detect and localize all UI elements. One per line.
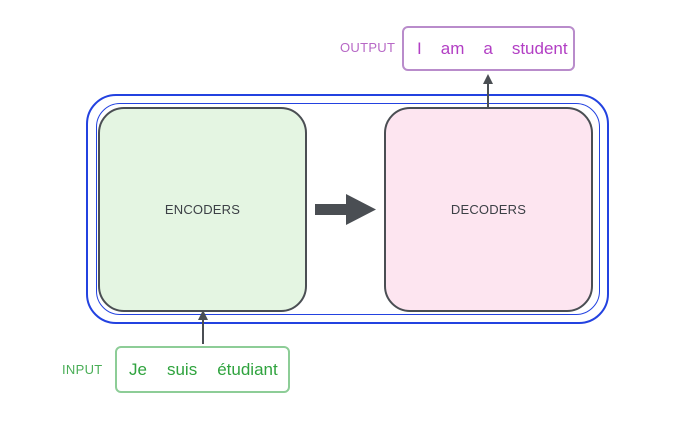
encoders-label: ENCODERS [164,202,241,217]
transformer-outer-border [86,94,609,324]
output-box: I am a student [402,26,575,71]
decoder-to-output-arrow [483,74,493,107]
output-token: am [440,38,465,58]
encoder-to-decoder-arrow [315,194,376,225]
input-token: suis [166,359,198,379]
output-token: student [511,38,568,58]
input-box: Je suis étudiant [115,346,290,393]
decoders-block: DECODERS [384,107,593,312]
input-label: INPUT [62,362,103,377]
output-label: OUTPUT [340,40,396,55]
input-token: étudiant [217,359,278,379]
output-token: a [483,38,493,58]
input-to-encoder-arrow [198,310,208,344]
decoders-label: DECODERS [450,202,527,217]
input-token: Je [129,359,147,379]
output-token: I [417,38,422,58]
transformer-inner-border [96,103,600,315]
